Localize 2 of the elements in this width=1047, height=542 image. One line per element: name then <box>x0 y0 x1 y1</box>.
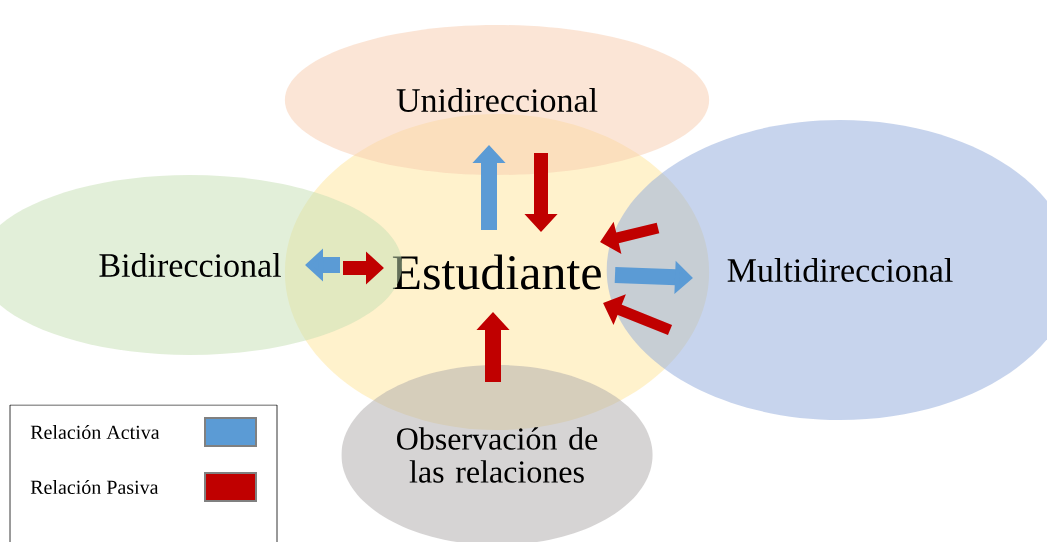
legend-label: Relación Pasiva <box>30 479 159 495</box>
legend-label: Relación Activa <box>30 424 160 440</box>
